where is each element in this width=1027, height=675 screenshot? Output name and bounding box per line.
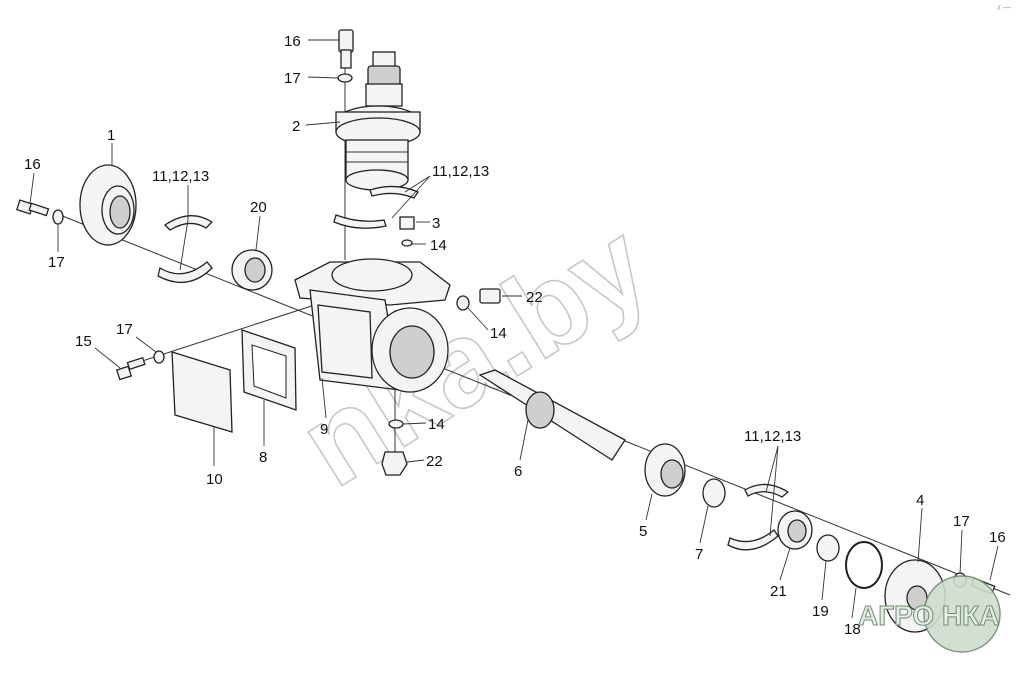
leader-15 (94, 347, 121, 369)
leader-2 (305, 121, 341, 126)
label-14-bottom: 14 (428, 416, 445, 433)
corner-mark: r ― (998, 3, 1011, 12)
label-8: 8 (259, 449, 267, 466)
leader-17-right (959, 529, 963, 575)
label-5: 5 (639, 523, 647, 540)
shim-upper-right-2 (333, 214, 387, 229)
part-9-gearbox-housing (294, 258, 451, 393)
leader-4 (917, 507, 923, 563)
part-10-cover (171, 351, 233, 433)
label-16-top: 16 (284, 33, 301, 50)
agro-logo: АГРО НКА (858, 575, 1001, 653)
label-22-right: 22 (526, 289, 543, 306)
part-6-shaft (478, 369, 626, 461)
part-3-plug (399, 216, 415, 247)
label-11-12-13-lower: 11,12,13 (744, 428, 801, 445)
part-7-bushing (702, 478, 726, 508)
label-14-top: 14 (430, 237, 447, 254)
part-17-cover-washer (153, 350, 165, 364)
label-22-bottom: 22 (426, 453, 443, 470)
label-6: 6 (514, 463, 522, 480)
leader-21 (779, 547, 791, 581)
part-22-bottom-plug (381, 419, 408, 476)
shim-lower-right-2 (727, 529, 779, 551)
leader-6 (519, 419, 529, 461)
leader-14-bottom (402, 422, 427, 425)
part-5-seal (644, 443, 686, 497)
leader-20 (255, 215, 261, 251)
leader-17-top (307, 76, 339, 79)
label-3: 3 (432, 215, 440, 232)
part-20-bearing (231, 249, 273, 291)
leader-9 (321, 377, 327, 419)
leader-111213-lower-b (769, 445, 779, 537)
label-7: 7 (695, 546, 703, 563)
leader-16-right (989, 545, 999, 581)
label-11-12-13-left: 11,12,13 (152, 168, 209, 185)
part-16-left-bolt (15, 199, 50, 217)
label-4: 4 (916, 492, 924, 509)
leader-16-left (29, 172, 35, 205)
label-11-12-13-right: 11,12,13 (432, 163, 489, 180)
label-16-left: 16 (24, 156, 41, 173)
label-21: 21 (770, 583, 787, 600)
leader-18 (851, 587, 857, 619)
label-16-right: 16 (989, 529, 1006, 546)
label-15: 15 (75, 333, 92, 350)
part-1-left-flange (79, 164, 137, 246)
part-2-upper-shaft-assembly (335, 51, 421, 191)
label-17-left: 17 (48, 254, 65, 271)
part-16-top-bolt (338, 29, 354, 69)
part-19-ring (816, 534, 840, 562)
leader-19 (821, 560, 827, 601)
label-9: 9 (320, 421, 328, 438)
shim-upper-right-1 (369, 185, 419, 199)
label-19: 19 (812, 603, 829, 620)
leader-111213-left-lower (179, 219, 189, 271)
label-18: 18 (844, 621, 861, 638)
label-2: 2 (292, 118, 300, 135)
part-8-gasket (241, 329, 297, 411)
part-17-left-washer (52, 209, 64, 225)
logo-text: АГРО НКА (858, 600, 1000, 631)
shim-lower-left (157, 261, 213, 284)
leader-17-cover (135, 336, 157, 353)
part-15-cover-bolt (115, 356, 146, 381)
leader-22-bottom (406, 459, 425, 463)
leader-7 (699, 505, 709, 544)
label-17-cover: 17 (116, 321, 133, 338)
leader-14-mid (467, 307, 489, 331)
label-1: 1 (107, 127, 115, 144)
part-21-bearing (777, 510, 813, 550)
label-14-mid: 14 (490, 325, 507, 342)
label-17-top: 17 (284, 70, 301, 87)
label-17-right: 17 (953, 513, 970, 530)
part-18-o-ring (845, 541, 883, 589)
part-22-right-plug (456, 288, 501, 311)
part-17-top-washer (337, 73, 353, 83)
label-10: 10 (206, 471, 223, 488)
leader-111213-right-b (391, 175, 431, 219)
leader-5 (645, 493, 653, 521)
label-20: 20 (250, 199, 267, 216)
leader-111213-right-a (404, 175, 431, 193)
shim-upper-left (163, 215, 214, 231)
leader-111213-lower-a (765, 445, 779, 493)
